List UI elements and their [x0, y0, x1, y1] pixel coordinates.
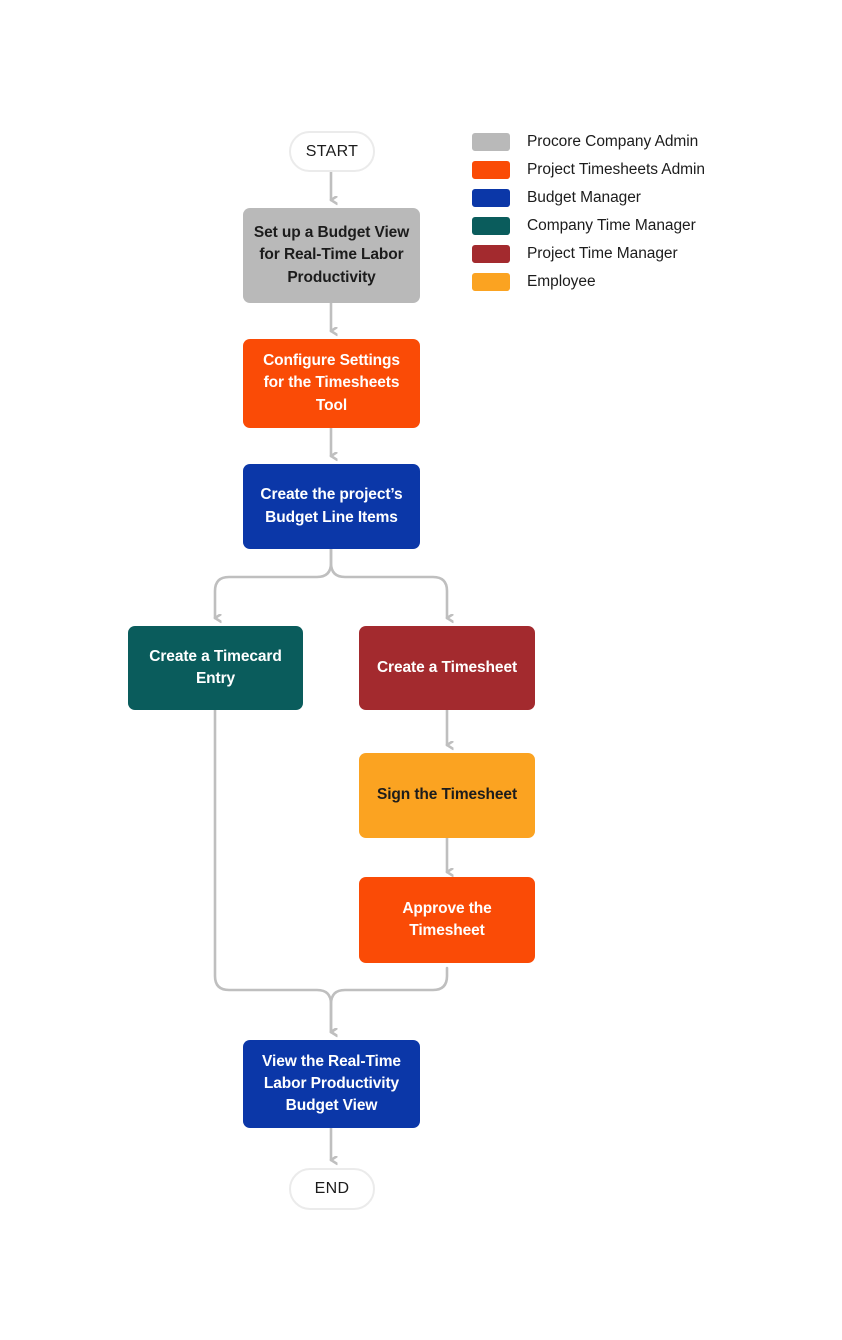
- legend-swatch-icon: [472, 161, 510, 179]
- node-set-up-budget-view[interactable]: Set up a Budget View for Real-Time Labor…: [243, 208, 420, 303]
- node-set-up-budget-view-label: Set up a Budget View for Real-Time Labor…: [253, 224, 410, 286]
- legend-item-project-time-manager: Project Time Manager: [472, 240, 705, 268]
- node-create-timesheet-label: Create a Timesheet: [376, 658, 518, 676]
- node-end-label: END: [314, 1180, 350, 1197]
- legend-swatch-icon: [472, 273, 510, 291]
- node-end[interactable]: END: [289, 1168, 375, 1210]
- legend-swatch-icon: [472, 245, 510, 263]
- legend-item-project-timesheets-admin: Project Timesheets Admin: [472, 156, 705, 184]
- legend-label: Project Timesheets Admin: [527, 161, 705, 178]
- legend-label: Employee: [527, 273, 596, 290]
- legend-item-procore-company-admin: Procore Company Admin: [472, 128, 705, 156]
- node-create-budget-line-items-label: Create the project’s Budget Line Items: [260, 486, 403, 526]
- node-view-budget-view-label: View the Real-Time Labor Productivity Bu…: [262, 1052, 401, 1115]
- node-create-timecard-entry-label: Create a Timecard Entry: [149, 647, 282, 687]
- node-create-budget-line-items[interactable]: Create the project’s Budget Line Items: [243, 464, 420, 549]
- node-configure-timesheets-settings-label: Configure Settings for the Timesheets To…: [263, 352, 400, 414]
- node-configure-timesheets-settings[interactable]: Configure Settings for the Timesheets To…: [243, 339, 420, 428]
- node-approve-timesheet-label: Approve the Timesheet: [402, 899, 492, 939]
- connector-approve-to-view-budget: [331, 966, 449, 1032]
- legend: Procore Company Admin Project Timesheets…: [472, 128, 705, 296]
- legend-item-budget-manager: Budget Manager: [472, 184, 705, 212]
- legend-label: Procore Company Admin: [527, 133, 699, 150]
- node-create-timesheet[interactable]: Create a Timesheet: [359, 626, 535, 710]
- legend-item-company-time-manager: Company Time Manager: [472, 212, 705, 240]
- legend-swatch-icon: [472, 133, 510, 151]
- node-sign-timesheet-label: Sign the Timesheet: [376, 786, 518, 804]
- node-view-budget-view[interactable]: View the Real-Time Labor Productivity Bu…: [243, 1040, 420, 1128]
- legend-item-employee: Employee: [472, 268, 705, 296]
- legend-swatch-icon: [472, 189, 510, 207]
- legend-swatch-icon: [472, 217, 510, 235]
- connector-budget-lines-to-create-timesheet: [329, 547, 447, 618]
- legend-label: Company Time Manager: [527, 217, 696, 234]
- node-sign-timesheet[interactable]: Sign the Timesheet: [359, 753, 535, 838]
- node-create-timecard-entry[interactable]: Create a Timecard Entry: [128, 626, 303, 710]
- node-start[interactable]: START: [289, 131, 375, 172]
- connector-timecard-entry-to-view-budget: [213, 708, 331, 1032]
- connector-budget-lines-to-timecard-entry: [215, 547, 333, 618]
- legend-label: Budget Manager: [527, 189, 641, 206]
- node-approve-timesheet[interactable]: Approve the Timesheet: [359, 877, 535, 963]
- node-start-label: START: [305, 142, 359, 160]
- legend-label: Project Time Manager: [527, 245, 678, 262]
